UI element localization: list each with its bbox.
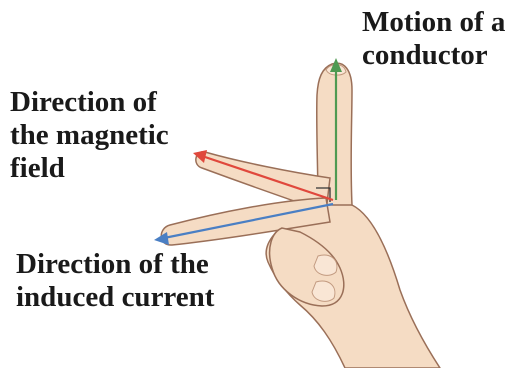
- knuckle-little: [312, 281, 335, 301]
- label-magnetic-field-direction: Direction of the magnetic field: [10, 86, 169, 185]
- label-current-line-2: induced current: [16, 281, 214, 314]
- label-field-line-2: the magnetic: [10, 119, 169, 152]
- label-motion-line-2: conductor: [362, 39, 505, 72]
- label-motion-line-1: Motion of a: [362, 6, 505, 39]
- knuckle-ring: [314, 255, 337, 275]
- hand-illustration: [161, 63, 440, 368]
- label-current-line-1: Direction of the: [16, 248, 214, 281]
- label-field-line-3: field: [10, 152, 169, 185]
- label-induced-current-direction: Direction of the induced current: [16, 248, 214, 314]
- label-motion-of-conductor: Motion of a conductor: [362, 6, 505, 72]
- label-field-line-1: Direction of: [10, 86, 169, 119]
